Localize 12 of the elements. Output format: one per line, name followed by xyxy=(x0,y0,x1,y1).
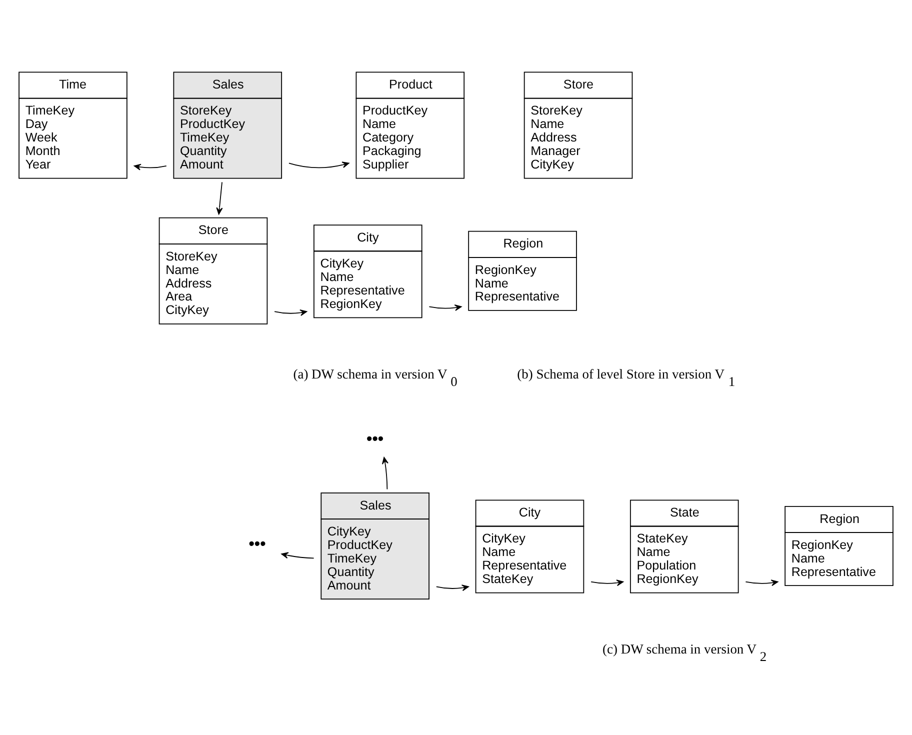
arrow xyxy=(288,161,350,168)
arrow xyxy=(382,456,388,490)
arrow xyxy=(281,552,314,558)
arrow xyxy=(428,304,462,310)
arrow xyxy=(216,181,223,214)
arrow xyxy=(274,308,308,316)
node-text: ••• xyxy=(366,429,384,448)
node-text: ••• xyxy=(248,534,266,553)
arrow xyxy=(134,163,167,170)
arrow xyxy=(590,579,624,586)
arrow xyxy=(436,584,469,591)
arrow xyxy=(745,579,778,586)
